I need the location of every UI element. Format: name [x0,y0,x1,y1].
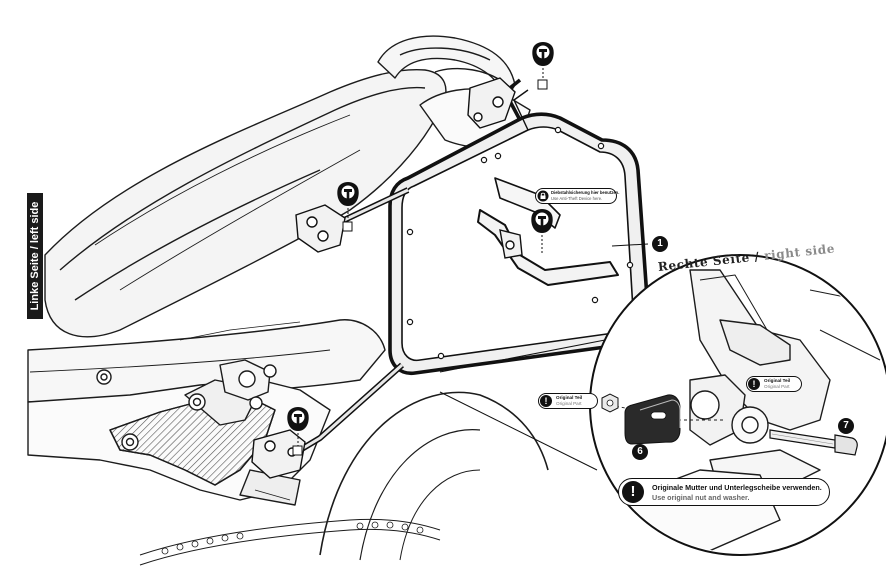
spacer-icon [624,394,681,445]
right-side-label-separator: / [748,248,765,265]
left-side-label: Linke Seite / left side [27,193,43,319]
warning-icon: ! [622,481,644,503]
warning-icon: ! [748,378,760,390]
screw-icon [287,42,554,451]
original-part-left-en: Original Part [556,401,582,406]
lock-icon [537,190,549,202]
anti-theft-hint: Diebstahlsicherung hier benutzen. Use An… [535,188,620,204]
part-badge-7: 7 [838,418,854,434]
part-badge-1: 1 [652,236,668,252]
original-part-callout-left: ! Original Teil Original Part [538,393,598,409]
original-nut-washer-notice: ! Originale Mutter und Unterlegscheibe v… [618,478,830,506]
anti-theft-hint-en: Use Anti-Theft Device here. [551,196,603,201]
left-side-label-text: Linke Seite / left side [29,201,41,311]
bolt-icon [769,429,858,456]
original-part-callout-right: ! Original Teil Original Part [746,376,802,392]
original-part-right-en: Original Part [764,384,790,389]
warning-icon: ! [540,395,552,407]
notice-en: Use original nut and washer. [652,493,750,502]
part-badge-6: 6 [632,444,648,460]
original-part-right-de: Original Teil [764,378,791,383]
original-part-left-de: Original Teil [556,395,583,400]
nut-icon [601,393,619,413]
notice-de: Originale Mutter und Unterlegscheibe ver… [652,483,822,492]
anti-theft-hint-de: Diebstahlsicherung hier benutzen. [551,190,620,195]
